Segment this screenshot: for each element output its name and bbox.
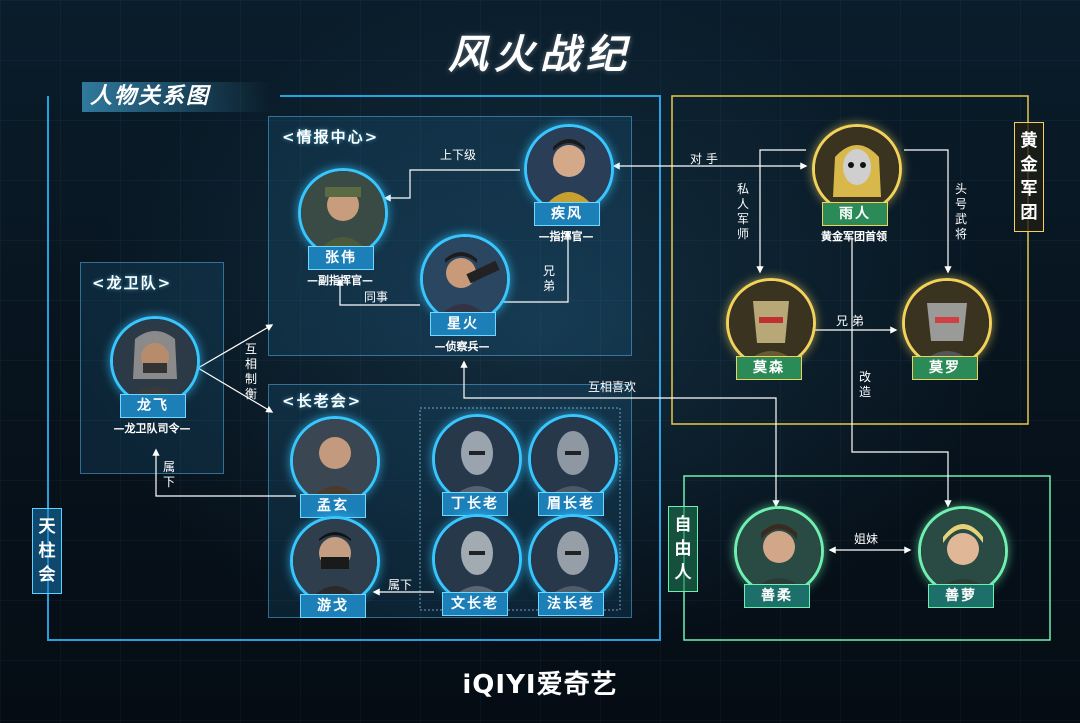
avatar-portrait-icon	[528, 514, 618, 604]
avatar-portrait-icon	[290, 416, 380, 506]
avatar-portrait-icon	[528, 414, 618, 504]
person-name: 善萝	[928, 584, 994, 608]
relation-advisor: 私人军师	[736, 182, 749, 241]
avatar-portrait-icon	[420, 234, 510, 324]
brand-logo: iQIYI爱奇艺	[462, 670, 618, 700]
group-label-intel: <情报中心>	[282, 128, 380, 146]
relation-rival: 对 手	[690, 152, 718, 166]
person-name: 龙飞	[120, 394, 186, 418]
avatar-portrait-icon	[298, 168, 388, 258]
avatar-portrait-icon	[290, 516, 380, 606]
person-name: 法长老	[538, 592, 604, 616]
page-title: 风火战纪	[448, 31, 632, 78]
avatar-portrait-icon	[110, 316, 200, 406]
relation-superior: 上下级	[440, 148, 477, 162]
person-role: 黄金军团首领	[821, 230, 887, 243]
person-name: 疾风	[534, 202, 600, 226]
group-label-dragon-guard: <龙卫队>	[92, 274, 173, 292]
person-name: 孟玄	[300, 494, 366, 518]
relation-brothers-1: 兄弟	[542, 264, 555, 293]
relation-subordinate-1: 属下	[162, 460, 175, 489]
person-name: 善柔	[744, 584, 810, 608]
relation-sisters: 姐妹	[854, 532, 879, 546]
group-tab-free: 自由人	[668, 506, 698, 592]
section-title: 人物关系图	[82, 82, 270, 112]
person-role: —龙卫队司令—	[113, 422, 191, 435]
relation-general: 头号武将	[954, 182, 967, 241]
person-role: —副指挥官—	[307, 274, 373, 287]
relation-mutual-like: 互相喜欢	[588, 380, 637, 394]
relation-subordinate-2: 属下	[388, 578, 413, 592]
person-name: 莫森	[736, 356, 802, 380]
relation-modify: 改造	[858, 370, 871, 399]
person-name: 雨人	[822, 202, 888, 226]
avatar-portrait-icon	[726, 278, 816, 368]
avatar-portrait-icon	[734, 506, 824, 596]
avatar-portrait-icon	[812, 124, 902, 214]
avatar-portrait-icon	[902, 278, 992, 368]
group-label-elders: <长老会>	[282, 392, 363, 410]
person-name: 文长老	[442, 592, 508, 616]
person-name: 丁长老	[442, 492, 508, 516]
relation-brothers-2: 兄 弟	[836, 314, 864, 328]
group-tab-tianzhu: 天柱会	[32, 508, 62, 594]
avatar-portrait-icon	[432, 414, 522, 504]
avatar-portrait-icon	[432, 514, 522, 604]
avatar-portrait-icon	[918, 506, 1008, 596]
relation-colleague: 同事	[364, 290, 389, 304]
person-name: 眉长老	[538, 492, 604, 516]
person-name: 张伟	[308, 246, 374, 270]
person-role: —侦察兵—	[434, 340, 490, 353]
avatar-portrait-icon	[524, 124, 614, 214]
relation-check: 互相制衡	[244, 342, 257, 401]
person-name: 游戈	[300, 594, 366, 618]
person-name: 星火	[430, 312, 496, 336]
person-name: 莫罗	[912, 356, 978, 380]
person-role: —指挥官—	[538, 230, 594, 243]
group-tab-golden-army: 黄金军团	[1014, 122, 1044, 232]
